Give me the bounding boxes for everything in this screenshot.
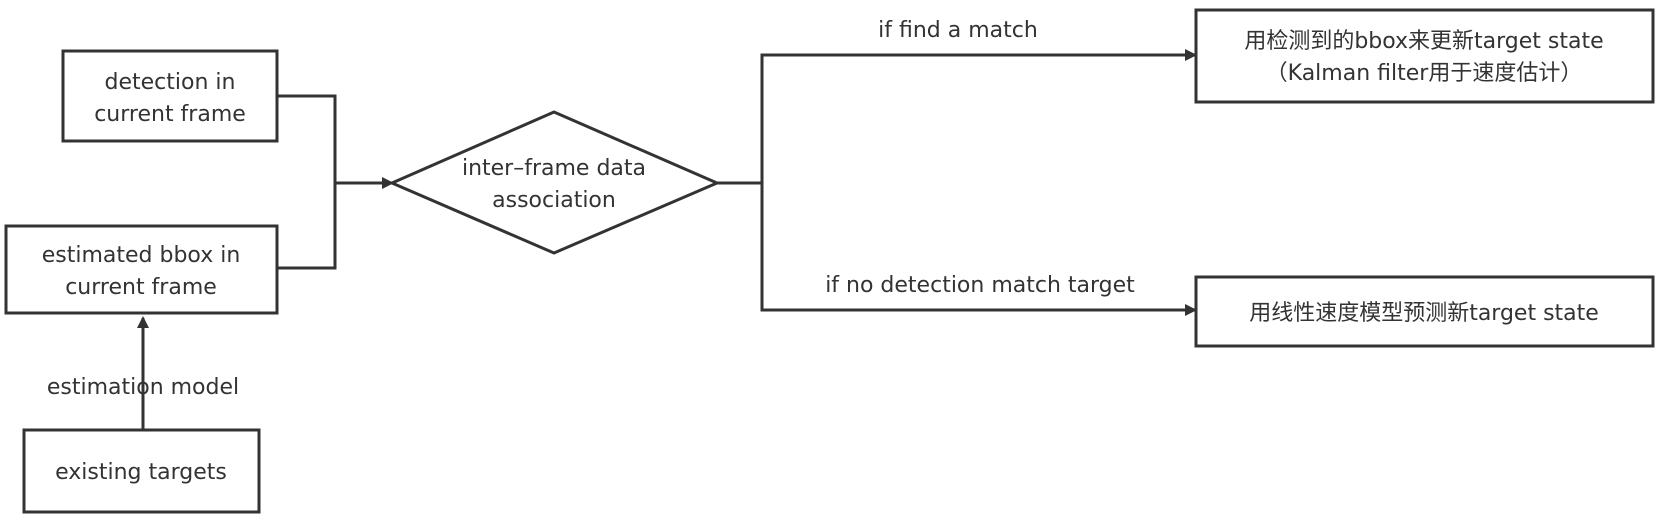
detection-box — [61, 49, 279, 143]
node-shapes — [4, 8, 1655, 514]
detection-label-line-1: detection in — [105, 70, 236, 95]
edge-no-match — [760, 183, 1197, 316]
association-diamond — [388, 110, 721, 255]
detection-label-line-2: current frame — [94, 102, 246, 127]
no-match-label: if no detection match target — [825, 273, 1135, 298]
estimated-bbox-box — [4, 224, 279, 315]
node-labels: detection in current frame estimated bbo… — [42, 29, 1604, 485]
update-state-label-line-2: （Kalman filter用于速度估计） — [1266, 61, 1583, 86]
predict-state-label: 用线性速度模型预测新target state — [1249, 301, 1599, 326]
update-state-label-line-1: 用检测到的bbox来更新target state — [1244, 29, 1603, 54]
find-match-label: if find a match — [878, 18, 1038, 43]
existing-targets-box — [22, 428, 261, 514]
estimation-model-label: estimation model — [47, 375, 239, 400]
association-label-line-2: association — [492, 188, 616, 213]
estimated-bbox-label-line-2: current frame — [65, 275, 217, 300]
edge-find-match — [760, 49, 1197, 183]
edge-estimated-bbox-to-association — [277, 183, 337, 270]
update-state-box — [1194, 8, 1655, 104]
predict-state-box — [1194, 275, 1655, 348]
edges — [137, 49, 1197, 430]
edge-detection-to-association — [277, 94, 394, 189]
existing-targets-label: existing targets — [55, 460, 227, 485]
association-label-line-1: inter–frame data — [462, 156, 646, 181]
estimated-bbox-label-line-1: estimated bbox in — [42, 243, 241, 268]
edge-labels: estimation model if find a match if no d… — [47, 18, 1135, 400]
